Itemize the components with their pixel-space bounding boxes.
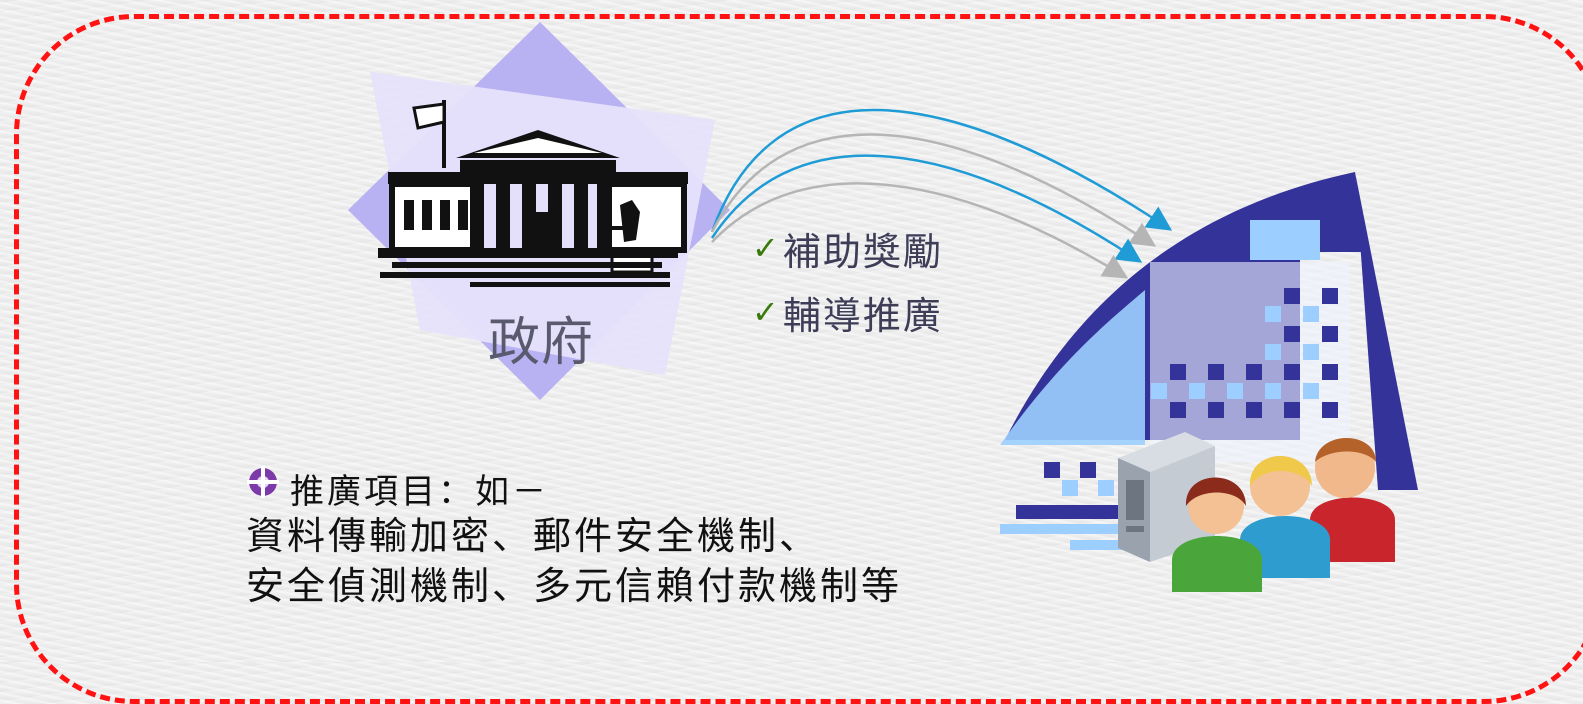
courthouse-icon [378,100,688,287]
benefit-label: 輔導推廣 [782,293,943,338]
server-icon [1118,432,1215,562]
benefit-label: 補助獎勵 [782,229,943,274]
benefit-item: ✓ 補助獎勵 [752,226,943,274]
connector-arrows [710,108,1173,279]
users-group-icon [1172,438,1395,592]
office-building-icon [1000,172,1418,550]
promotion-line: 資料傳輸加密、郵件安全機制、 [246,514,821,558]
checkmark-icon: ✓ [752,293,779,331]
promotion-title: 推廣項目：如－ [290,471,549,512]
fleur-bullet-icon [247,466,279,498]
promotion-line: 安全偵測機制、多元信賴付款機制等 [246,564,903,608]
diagram-art [247,22,1418,592]
promotion-header: 推廣項目：如－ [246,465,902,512]
government-label: 政府 [488,313,595,373]
benefit-item: ✓ 輔導推廣 [752,290,943,338]
checkmark-icon: ✓ [752,229,779,267]
bullet-spacer [246,471,280,505]
benefits-list: ✓ 補助獎勵 ✓ 輔導推廣 [752,226,943,354]
promotion-section: 推廣項目：如－ 資料傳輸加密、郵件安全機制、 安全偵測機制、多元信賴付款機制等 [246,465,902,611]
